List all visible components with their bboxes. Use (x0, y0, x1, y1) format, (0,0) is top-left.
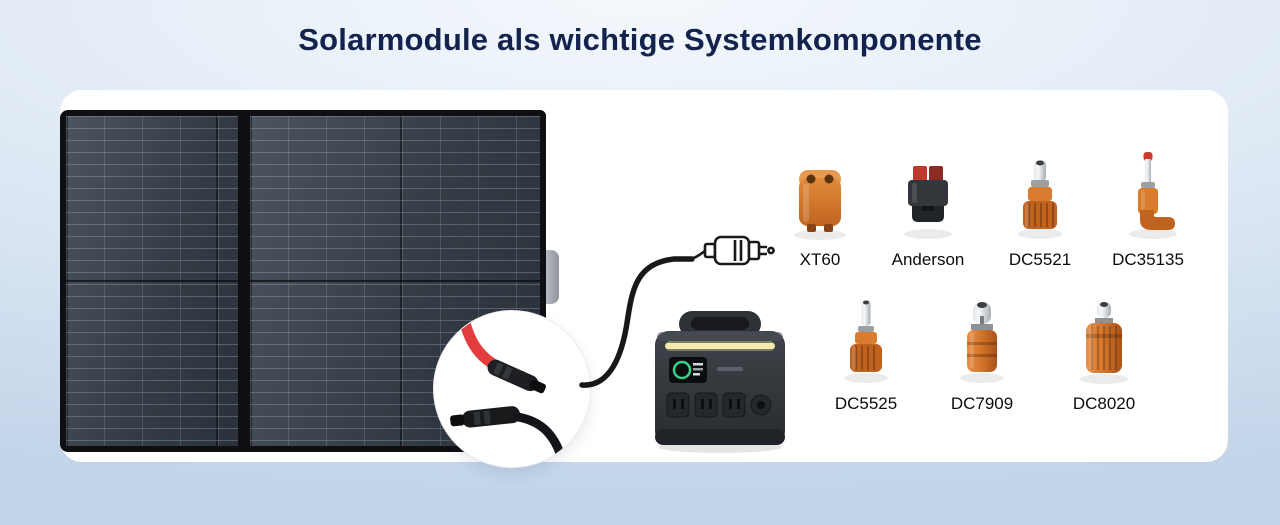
connector-figure-dc5521: DC5521 (985, 146, 1095, 270)
connector-label-xt60: XT60 (799, 250, 841, 269)
dc8020-icon (1080, 302, 1128, 384)
solar-panel-handle (546, 250, 559, 304)
mc4-connectors-icon (450, 313, 567, 464)
connector-figure-xt60: XT60 (765, 146, 875, 270)
xt60-icon (794, 170, 846, 240)
connector-figure-dc5525: DC5525 (811, 290, 921, 414)
mc4-connectors-inset (433, 310, 591, 468)
anderson-icon (904, 166, 952, 239)
dc5525-icon (844, 300, 888, 383)
page-title: Solarmodule als wichtige Systemkomponent… (298, 22, 982, 57)
connector-label-dc7909: DC7909 (950, 394, 1014, 413)
connector-label-dc5525: DC5525 (834, 394, 898, 413)
connector-label-anderson: Anderson (891, 250, 965, 269)
cable-line (579, 256, 695, 388)
connector-figure-anderson: Anderson (873, 146, 983, 270)
solar-panel-image (60, 110, 546, 452)
connector-label-dc5521: DC5521 (1008, 250, 1072, 269)
connector-label-dc8020: DC8020 (1072, 394, 1136, 413)
dc35135-icon (1129, 152, 1177, 239)
connector-figure-dc35135: DC35135 (1093, 146, 1203, 270)
dc5521-icon (1018, 160, 1062, 239)
solar-panel-section-left (66, 116, 238, 446)
power-station-image (655, 311, 785, 453)
dc7909-icon (960, 302, 1004, 383)
dc-plug-icon (686, 235, 775, 266)
connector-figure-dc8020: DC8020 (1049, 290, 1159, 414)
connector-figure-dc7909: DC7909 (927, 290, 1037, 414)
connector-label-dc35135: DC35135 (1112, 250, 1184, 269)
